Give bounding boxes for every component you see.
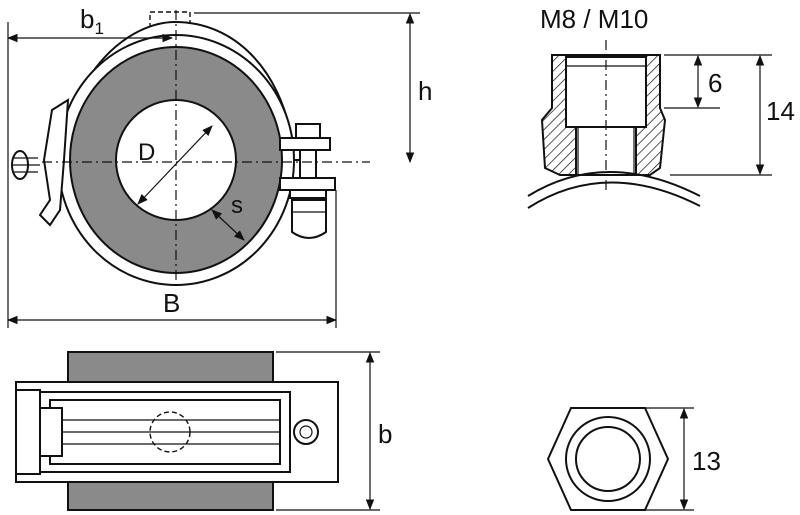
hex-inner-circle — [575, 426, 641, 492]
label-s: s — [231, 192, 243, 219]
dim-s-line — [211, 209, 245, 241]
screw-nut — [295, 123, 321, 139]
flange-lower — [279, 177, 336, 191]
label-b: b — [378, 419, 392, 449]
screw-shaft — [299, 149, 317, 179]
band-curve-outer — [527, 171, 701, 197]
hex-nut-view: 13 — [546, 407, 721, 511]
screw-top-inner — [299, 425, 313, 439]
label-6: 6 — [708, 68, 722, 98]
label-thread: M8 / M10 — [540, 4, 648, 34]
hinge-block — [15, 389, 41, 475]
top-view: b — [15, 351, 392, 511]
label-14: 14 — [766, 96, 795, 126]
screw-washer — [289, 189, 327, 199]
screw-top — [293, 419, 319, 445]
label-d: D — [138, 139, 155, 166]
hinge-tab — [39, 407, 63, 457]
screw-head — [291, 199, 327, 239]
hidden-pipe-hole — [149, 411, 191, 453]
label-13: 13 — [692, 446, 721, 476]
label-h: h — [418, 76, 432, 106]
front-view: D s b1 h B — [6, 4, 432, 328]
band-curve-inner — [527, 181, 701, 209]
label-bb: B — [163, 288, 180, 318]
label-b1: b1 — [80, 4, 104, 38]
dim-d-line — [137, 125, 213, 205]
hinge-left — [38, 98, 70, 227]
hinge-pin-lines — [12, 157, 40, 173]
nut-section-view: M8 / M10 6 14 — [527, 4, 795, 209]
flange-upper — [279, 137, 331, 151]
